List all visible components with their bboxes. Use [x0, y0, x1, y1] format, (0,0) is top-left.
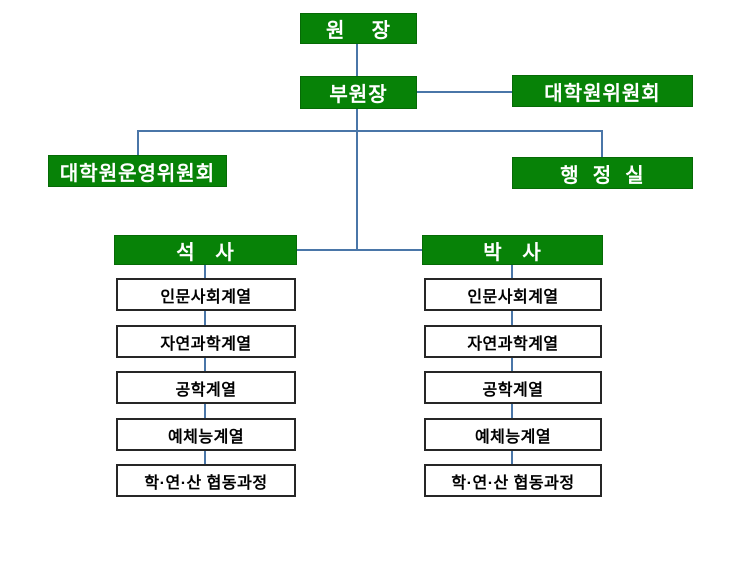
- node-vice-director: 부원장: [300, 76, 417, 109]
- connector-right-2: [511, 311, 513, 325]
- connector-left-2: [204, 311, 206, 325]
- node-admin-office: 행 정 실: [512, 157, 693, 189]
- node-director-label: 원 장: [325, 20, 392, 42]
- node-doctoral: 박 사: [422, 235, 603, 265]
- connector-left-4: [204, 404, 206, 418]
- connector-left-1: [204, 265, 206, 278]
- doctoral-track-row: 예체능계열: [424, 418, 602, 451]
- masters-track-label: 공학계열: [175, 381, 237, 399]
- doctoral-track-label: 자연과학계열: [467, 335, 559, 353]
- masters-track-row: 인문사회계열: [116, 278, 296, 311]
- connector-left-5: [204, 451, 206, 464]
- doctoral-track-label: 공학계열: [482, 381, 544, 399]
- node-director: 원 장: [300, 13, 417, 44]
- masters-track-row: 예체능계열: [116, 418, 296, 451]
- connector-left-3: [204, 358, 206, 371]
- connector-masters-doctoral: [297, 249, 422, 251]
- masters-track-row: 학·연·산 협동과정: [116, 464, 296, 497]
- connector-drop-admin: [601, 130, 603, 157]
- node-operating-committee: 대학원운영위원회: [48, 155, 227, 187]
- node-graduate-committee-label: 대학원위원회: [544, 82, 661, 105]
- doctoral-track-label: 예체능계열: [474, 428, 552, 446]
- node-admin-office-label: 행 정 실: [560, 164, 645, 187]
- masters-track-label: 인문사회계열: [160, 288, 252, 306]
- node-doctoral-label: 박 사: [483, 241, 542, 264]
- node-masters: 석 사: [114, 235, 297, 265]
- connector-director-vice: [356, 44, 358, 76]
- masters-track-row: 자연과학계열: [116, 325, 296, 358]
- doctoral-track-row: 학·연·산 협동과정: [424, 464, 602, 497]
- masters-track-label: 예체능계열: [167, 428, 245, 446]
- doctoral-track-row: 자연과학계열: [424, 325, 602, 358]
- connector-right-3: [511, 358, 513, 371]
- masters-track-label: 학·연·산 협동과정: [144, 474, 268, 492]
- masters-track-row: 공학계열: [116, 371, 296, 404]
- node-vice-director-label: 부원장: [329, 84, 388, 106]
- doctoral-track-label: 학·연·산 협동과정: [451, 474, 575, 492]
- masters-track-label: 자연과학계열: [160, 335, 252, 353]
- connector-branch-horizontal: [137, 130, 603, 132]
- node-masters-label: 석 사: [176, 241, 235, 264]
- node-operating-committee-label: 대학원운영위원회: [59, 162, 216, 185]
- doctoral-track-row: 공학계열: [424, 371, 602, 404]
- doctoral-track-label: 인문사회계열: [467, 288, 559, 306]
- node-graduate-committee: 대학원위원회: [512, 75, 693, 107]
- connector-vice-grad-committee: [417, 91, 512, 93]
- connector-right-5: [511, 451, 513, 464]
- connector-right-4: [511, 404, 513, 418]
- connector-drop-operating: [137, 130, 139, 155]
- connector-right-1: [511, 265, 513, 278]
- connector-vice-trunk: [356, 109, 358, 251]
- doctoral-track-row: 인문사회계열: [424, 278, 602, 311]
